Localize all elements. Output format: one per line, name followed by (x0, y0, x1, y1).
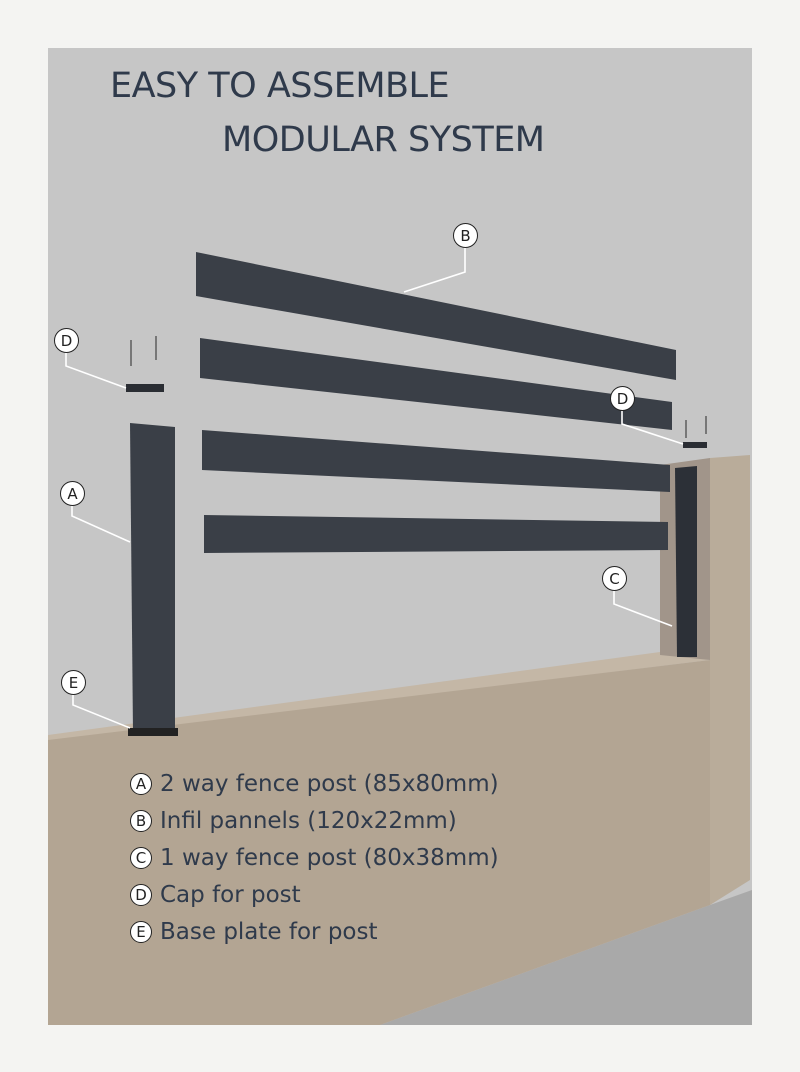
screws (130, 336, 707, 438)
post-cap (683, 442, 707, 448)
legend-badge: B (130, 809, 152, 832)
one-way-post (675, 466, 697, 657)
callout-e: E (61, 670, 86, 695)
legend-text: 1 way fence post (80x38mm) (160, 844, 499, 871)
legend-item-c: C 1 way fence post (80x38mm) (130, 839, 499, 876)
legend-item-a: A 2 way fence post (85x80mm) (130, 765, 499, 802)
legend-text: 2 way fence post (85x80mm) (160, 770, 499, 797)
pillar-front (710, 455, 750, 905)
infill-panel (202, 430, 670, 492)
callout-arrows (65, 248, 684, 729)
legend-text: Cap for post (160, 881, 301, 908)
infill-panel (196, 252, 676, 380)
legend-item-e: E Base plate for post (130, 913, 499, 950)
infill-panel (200, 338, 672, 430)
callout-a: A (60, 481, 85, 506)
legend-text: Base plate for post (160, 918, 378, 945)
legend: A 2 way fence post (85x80mm) B Infil panne… (130, 765, 499, 950)
callout-c: C (602, 566, 627, 591)
two-way-post (130, 423, 175, 733)
wall-top (48, 652, 710, 742)
legend-badge: A (130, 772, 152, 795)
callout-d-right: D (610, 386, 635, 411)
base-plate (128, 728, 178, 736)
legend-badge: D (130, 883, 152, 906)
legend-badge: E (130, 920, 152, 943)
legend-item-d: D Cap for post (130, 876, 499, 913)
title-line-2: MODULAR SYSTEM (222, 120, 545, 160)
post-cap (126, 384, 164, 392)
legend-text: Infil pannels (120x22mm) (160, 807, 457, 834)
callout-d-left: D (54, 328, 79, 353)
infill-panel (204, 515, 668, 553)
title-line-1: EASY TO ASSEMBLE (110, 66, 450, 106)
wall-front (48, 660, 710, 1025)
callout-b: B (453, 223, 478, 248)
legend-badge: C (130, 846, 152, 869)
legend-item-b: B Infil pannels (120x22mm) (130, 802, 499, 839)
ground (380, 890, 752, 1025)
